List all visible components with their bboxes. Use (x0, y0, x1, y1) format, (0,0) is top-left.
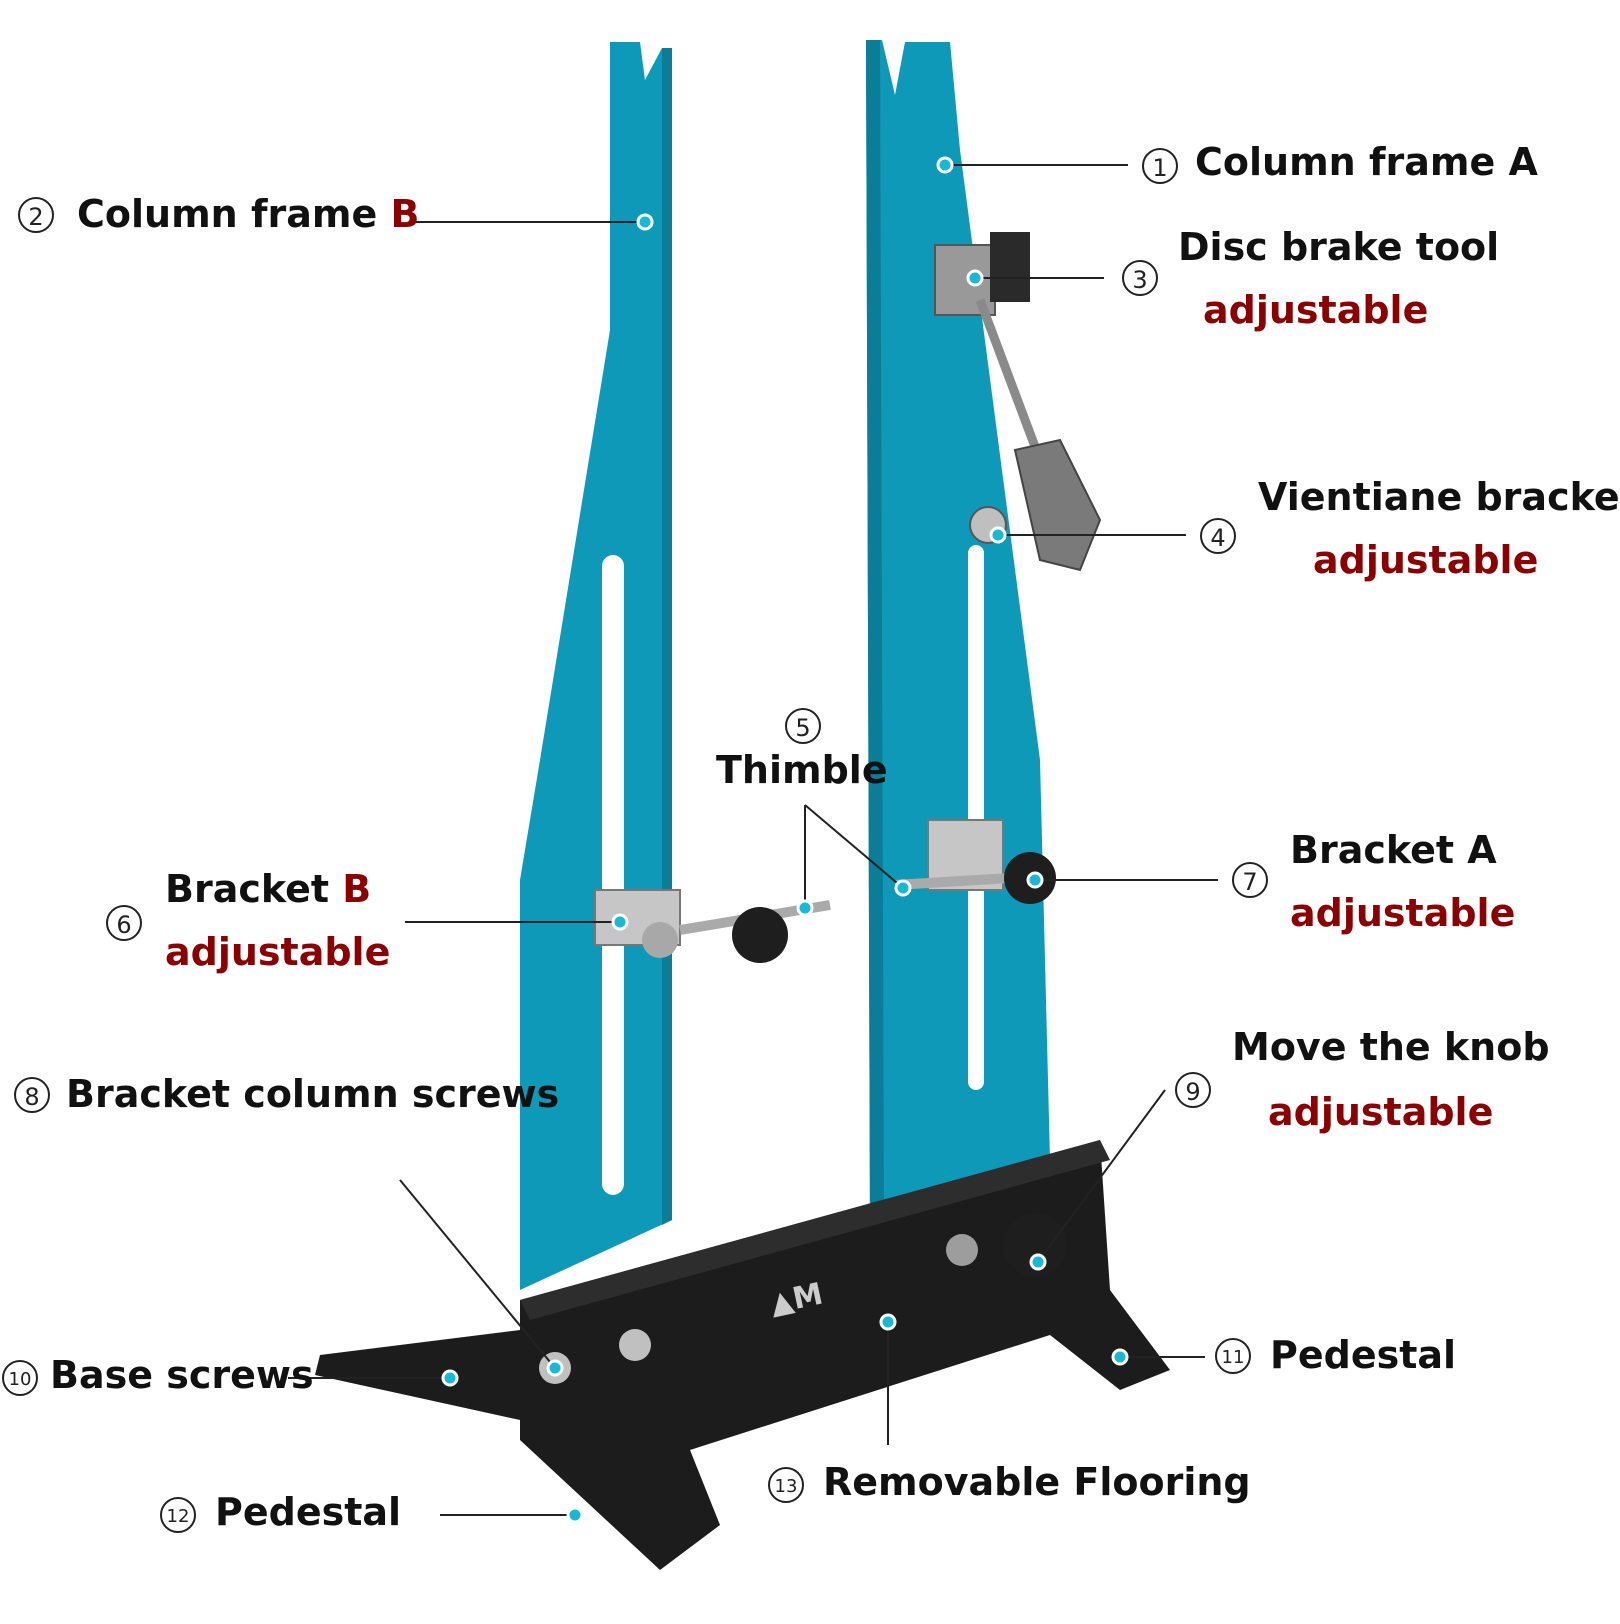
label-column-frame-b-accent: B (390, 192, 420, 236)
label-vientiane-bracket-sub: adjustable (1313, 538, 1539, 582)
label-bracket-b-sub: adjustable (165, 930, 391, 974)
label-column-frame-a: Column frame A (1195, 140, 1538, 184)
column-frame-b-edge (662, 48, 672, 1225)
label-disc-brake-tool-sub: adjustable (1203, 288, 1429, 332)
callout-number-3: 3 (1122, 260, 1158, 296)
disc-brake-tool-shape (934, 232, 1102, 572)
callout-number-12: 12 (160, 1497, 196, 1533)
column-frame-a-edge (866, 40, 884, 1232)
label-column-frame-b-text: Column frame (77, 192, 391, 236)
label-base-screws: Base screws (50, 1353, 314, 1397)
column-frame-a-shape (866, 40, 1050, 1230)
callout-number-9: 9 (1175, 1072, 1211, 1108)
callout-number-1: 1 (1142, 148, 1178, 184)
label-bracket-a-sub: adjustable (1290, 891, 1516, 935)
label-move-the-knob: Move the knob (1232, 1025, 1550, 1069)
callout-number-2: 2 (18, 197, 54, 233)
callout-number-4: 4 (1200, 518, 1236, 554)
callout-number-7: 7 (1232, 862, 1268, 898)
callout-number-8: 8 (14, 1077, 50, 1113)
leader-lines (288, 164, 1218, 1516)
base-screw-shape (619, 1329, 651, 1361)
label-bracket-column-screws: Bracket column screws (66, 1072, 560, 1116)
label-removable-flooring: Removable Flooring (823, 1460, 1251, 1504)
column-frame-b-shape (520, 42, 672, 1290)
label-bracket-b-accent: B (342, 867, 372, 911)
accent-dots (441, 156, 1129, 1524)
base-plate-top (520, 1140, 1110, 1320)
move-knob-shape (1003, 1213, 1067, 1277)
bracket-b-shape (594, 889, 831, 963)
column-frame-a-slot (968, 545, 984, 1090)
label-bracket-b-text: Bracket (165, 867, 343, 911)
label-vientiane-bracket: Vientiane bracket (1258, 475, 1620, 519)
callout-number-5: 5 (785, 708, 821, 744)
label-column-frame-b: Column frame B (77, 192, 419, 238)
callout-number-6: 6 (106, 905, 142, 941)
label-bracket-a: Bracket A (1290, 828, 1497, 872)
label-move-the-knob-sub: adjustable (1268, 1090, 1494, 1134)
base-slot-screw-shape (946, 1234, 978, 1266)
column-frame-b-slot (602, 555, 624, 1195)
callout-number-13: 13 (768, 1467, 804, 1503)
label-disc-brake-tool: Disc brake tool (1178, 225, 1500, 269)
label-pedestal-right: Pedestal (1270, 1333, 1457, 1377)
callout-number-11: 11 (1215, 1338, 1251, 1374)
label-pedestal-left: Pedestal (215, 1490, 402, 1534)
callout-number-10: 10 (2, 1360, 38, 1396)
label-thimble: Thimble (716, 748, 888, 792)
label-bracket-b: Bracket B (165, 867, 371, 913)
